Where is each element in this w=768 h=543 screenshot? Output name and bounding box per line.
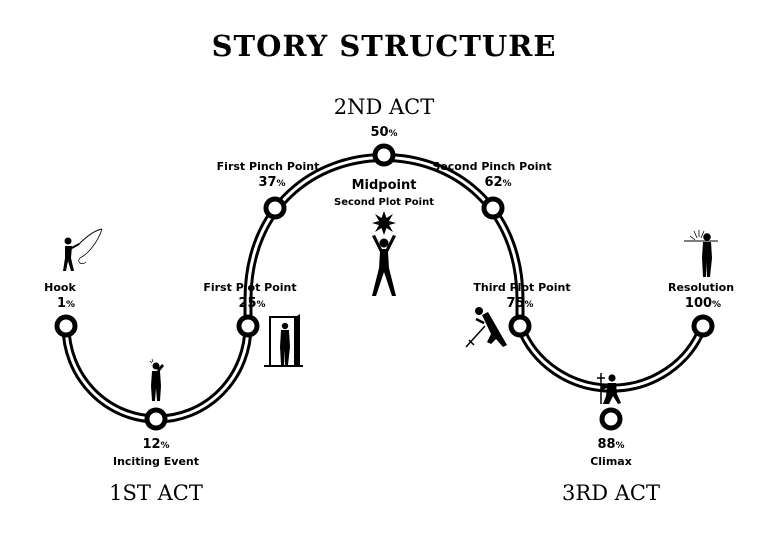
fallen-figure-icon (465, 307, 507, 348)
act-1-label: 1ST ACT (109, 481, 203, 505)
doorway-icon (264, 314, 303, 367)
story-nodes (54, 143, 715, 431)
kneeling-knight-icon (597, 373, 621, 404)
node-midpoint (372, 143, 396, 167)
hook-label: Hook (44, 281, 76, 294)
first-pinch-percent: 37% (258, 175, 285, 190)
first-pinch-label: First Pinch Point (217, 160, 320, 173)
second-pinch-percent: 62% (484, 175, 511, 190)
diagram-title: STORY STRUCTURE (212, 29, 557, 63)
inciting-percent: 12% (142, 437, 169, 452)
climax-label: Climax (590, 455, 632, 468)
phone-caller-icon (149, 358, 164, 401)
midpoint-percent: 50% (370, 125, 397, 140)
hook-percent: 1% (57, 296, 75, 311)
first-plot-label: First Plot Point (203, 281, 296, 294)
starburst-figure-icon (372, 211, 396, 296)
resolution-label: Resolution (668, 281, 734, 294)
node-resolution (691, 314, 715, 338)
node-third-plot-point (508, 314, 532, 338)
node-inciting-event (144, 407, 168, 431)
sunrise-figure-icon (684, 230, 718, 277)
node-second-pinch-point (481, 196, 505, 220)
fisherman-icon (63, 228, 103, 271)
node-first-plot-point (236, 314, 260, 338)
act-3-label: 3RD ACT (562, 481, 660, 505)
third-plot-percent: 75% (506, 296, 533, 311)
third-plot-label: Third Plot Point (473, 281, 570, 294)
node-hook (54, 314, 78, 338)
climax-percent: 88% (597, 437, 624, 452)
inciting-label: Inciting Event (113, 455, 199, 468)
node-first-pinch-point (263, 196, 287, 220)
act-2-label: 2ND ACT (334, 95, 435, 119)
node-climax (599, 407, 623, 431)
second-pinch-label: Second Pinch Point (432, 160, 551, 173)
first-plot-percent: 25% (238, 296, 265, 311)
midpoint-sublabel: Second Plot Point (334, 197, 434, 208)
resolution-percent: 100% (685, 296, 721, 311)
midpoint-label: Midpoint (352, 178, 417, 193)
